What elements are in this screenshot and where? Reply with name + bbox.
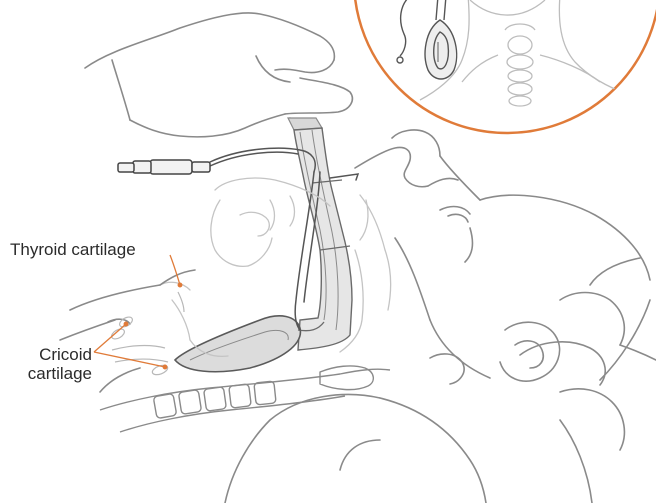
- cervical-spine: [100, 366, 390, 432]
- patient-head: [355, 130, 650, 384]
- cricoid-cartilage-label: Cricoid cartilage: [26, 345, 92, 383]
- thyroid-leader-line: [170, 255, 180, 285]
- patient-shoulder: [225, 394, 592, 503]
- inset-view: [354, 0, 656, 133]
- pilot-valve-connector: [118, 160, 210, 174]
- annotation-leaders: [94, 255, 182, 369]
- cricoid-label-line1: Cricoid: [26, 345, 92, 364]
- inset-circle: [354, 0, 656, 133]
- cricoid-label-line2: cartilage: [26, 364, 92, 383]
- laryngeal-mask-airway: [175, 118, 352, 372]
- hand-right: [520, 258, 656, 450]
- thyroid-cartilage-label: Thyroid cartilage: [10, 240, 136, 259]
